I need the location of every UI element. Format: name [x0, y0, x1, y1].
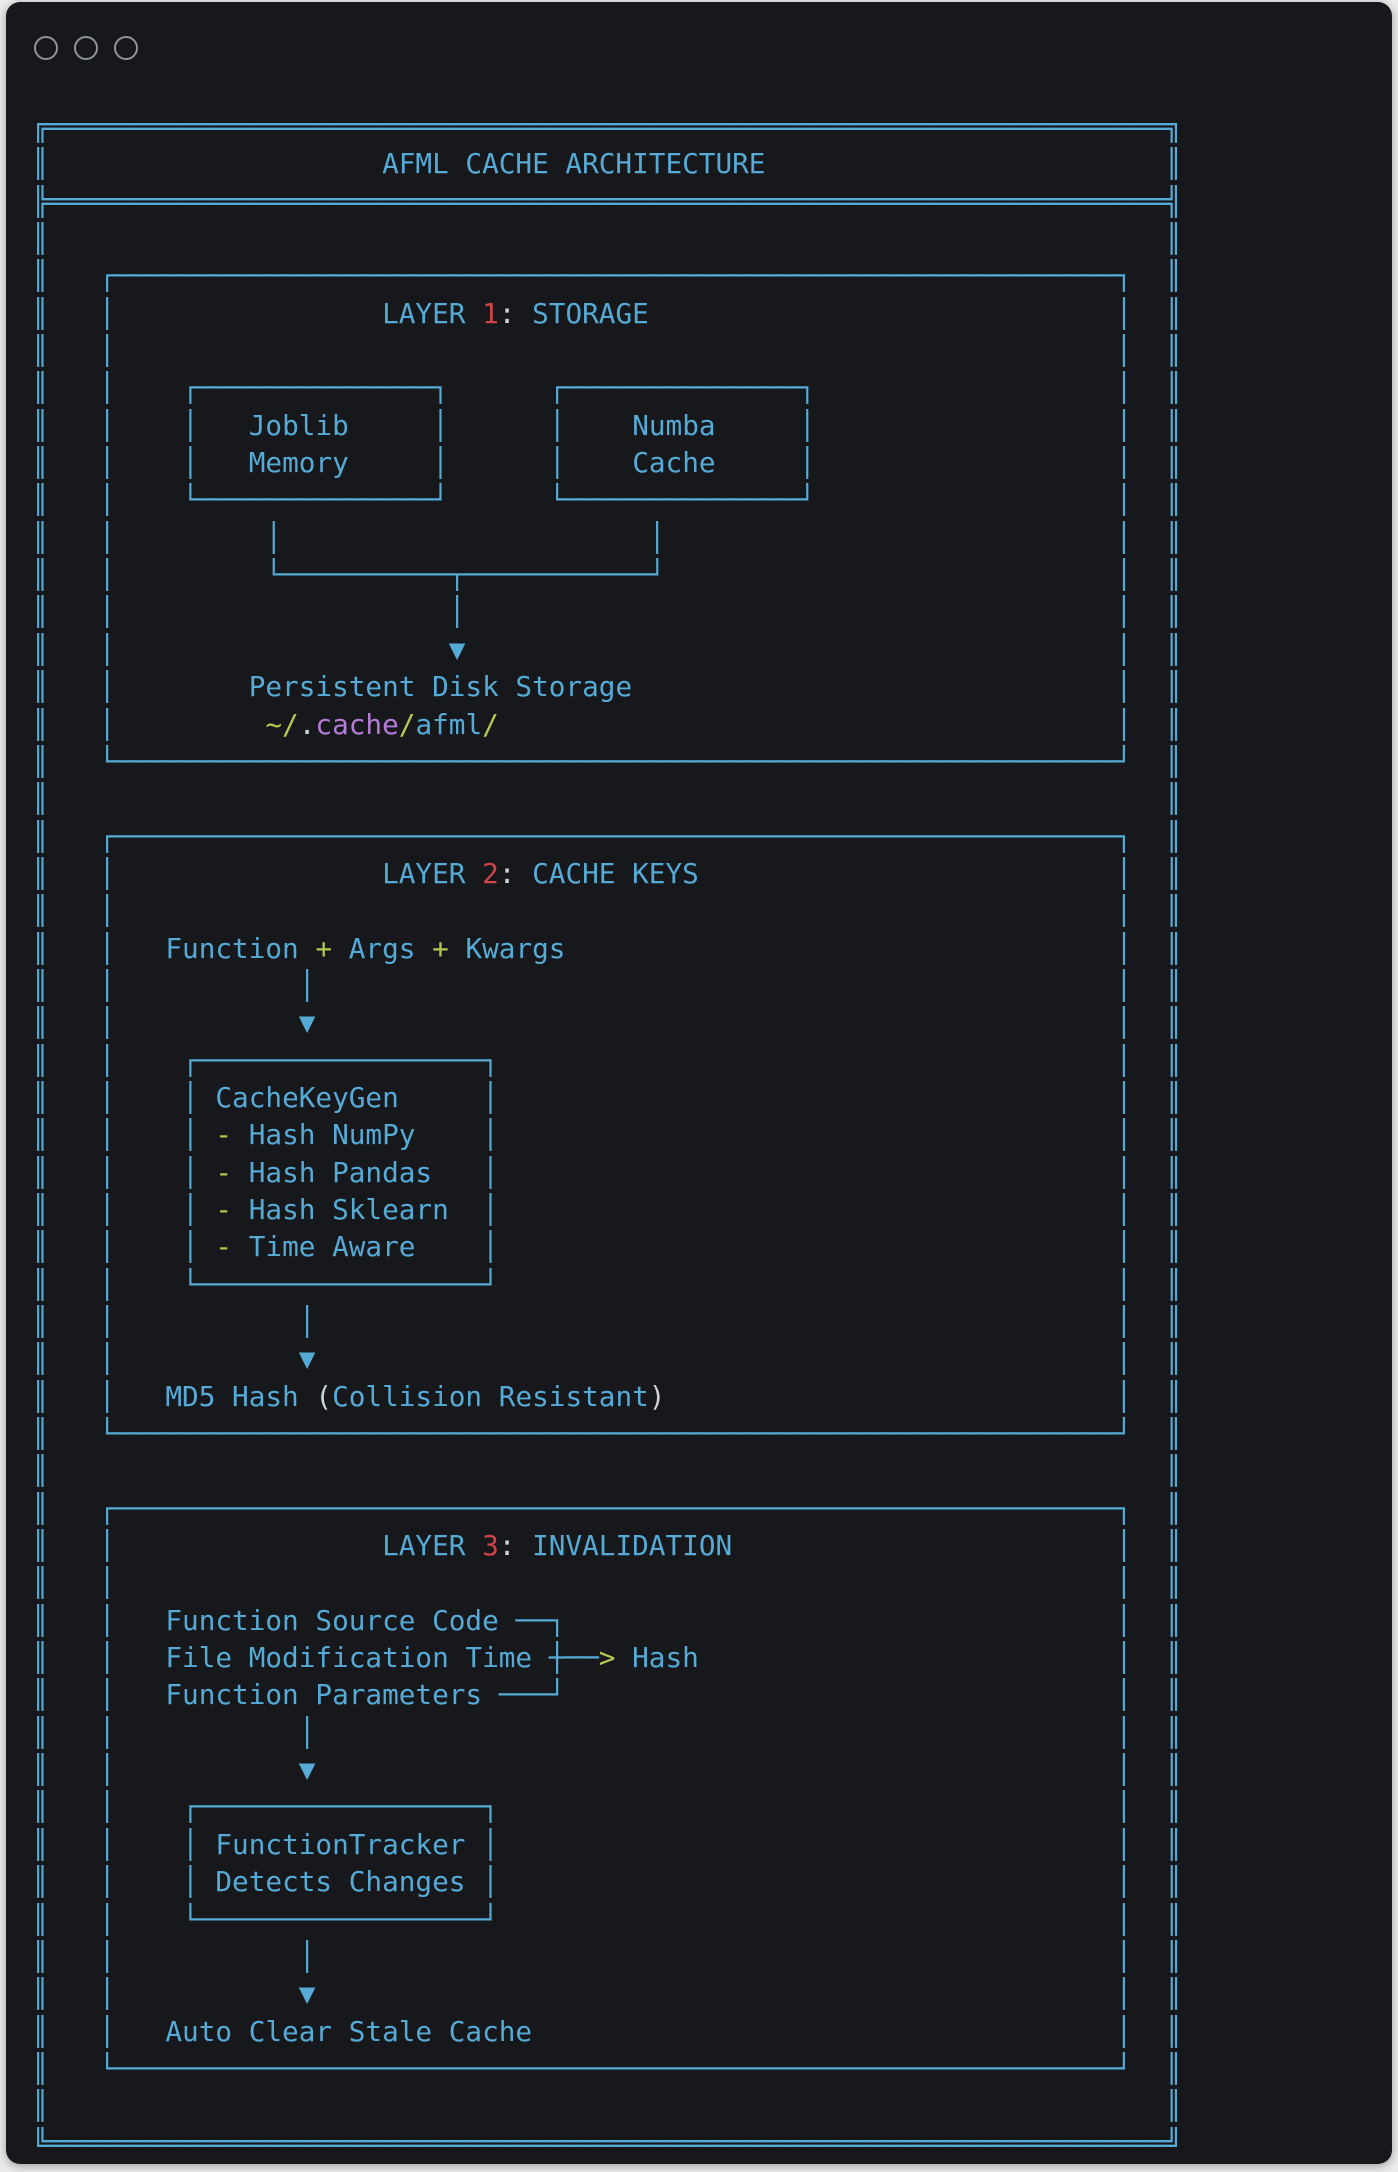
- layer3-stem-1: ║ │ │ │ ║: [32, 1715, 1183, 1749]
- title-bar: [6, 2, 1392, 74]
- storage-boxes-text-1: ║ │ │ Joblib │ │ Numba │ │ ║: [32, 408, 1183, 442]
- maximize-button[interactable]: [114, 36, 138, 60]
- layer3-box-top: ║ ┌─────────────────────────────────────…: [32, 1491, 1183, 1525]
- traffic-lights: [34, 36, 138, 60]
- cachekeygen-item-numpy: ║ │ │ - Hash NumPy │ │ ║: [32, 1118, 1183, 1152]
- source-code-row: ║ │ Function Source Code ──┐ │ ║: [32, 1603, 1183, 1637]
- outer-border-top: ╔═══════════════════════════════════════…: [32, 110, 1183, 143]
- layer3-title-row: ║ │ LAYER 3: INVALIDATION │ ║: [32, 1529, 1183, 1563]
- cachekeygen-item-pandas: ║ │ │ - Hash Pandas │ │ ║: [32, 1155, 1183, 1189]
- layer2-box-bottom: ║ └─────────────────────────────────────…: [32, 1417, 1183, 1451]
- storage-boxes-bottom: ║ │ └──────────────┘ └──────────────┘ │ …: [32, 483, 1183, 517]
- persistent-storage-row: ║ │ Persistent Disk Storage │ ║: [32, 670, 1183, 704]
- functiontracker-box-top: ║ │ ┌─────────────────┐ │ ║: [32, 1790, 1183, 1824]
- layer2-box-top: ║ ┌─────────────────────────────────────…: [32, 819, 1183, 853]
- layer1-spacer: ║ │ │ ║: [32, 334, 1183, 368]
- spacer-row: ║ ║: [32, 1454, 1183, 1488]
- cachekeygen-item-sklearn: ║ │ │ - Hash Sklearn │ │ ║: [32, 1192, 1183, 1226]
- function-args-row: ║ │ Function + Args + Kwargs │ ║: [32, 931, 1183, 965]
- minimize-button[interactable]: [74, 36, 98, 60]
- close-button[interactable]: [34, 36, 58, 60]
- spacer-row: ║ ║: [32, 2089, 1183, 2123]
- functiontracker-box-bottom: ║ │ └─────────────────┘ │ ║: [32, 1902, 1183, 1936]
- main-title-row: ║ AFML CACHE ARCHITECTURE ║: [32, 147, 1183, 181]
- auto-clear-row: ║ │ Auto Clear Stale Cache │ ║: [32, 2014, 1183, 2048]
- layer2-stem-2: ║ │ │ │ ║: [32, 1305, 1183, 1338]
- layer3-stem-2: ║ │ │ │ ║: [32, 1939, 1183, 1973]
- cachekeygen-item-timeaware: ║ │ │ - Time Aware │ │ ║: [32, 1230, 1183, 1264]
- cachekeygen-box-top: ║ │ ┌─────────────────┐ │ ║: [32, 1043, 1183, 1077]
- layer2-spacer: ║ │ │ ║: [32, 894, 1183, 928]
- layer1-box-bottom: ║ └─────────────────────────────────────…: [32, 744, 1183, 778]
- layer3-box-bottom: ║ └─────────────────────────────────────…: [32, 2051, 1183, 2085]
- layer1-title-row: ║ │ LAYER 1: STORAGE │ ║: [32, 296, 1183, 330]
- storage-stem: ║ │ │ │ ║: [32, 595, 1183, 629]
- layer3-arrow-1: ║ │ ▼ │ ║: [32, 1753, 1183, 1787]
- storage-arrow: ║ │ ▼ │ ║: [32, 632, 1183, 666]
- layer2-stem-1: ║ │ │ │ ║: [32, 968, 1183, 1002]
- spacer-row: ║ ║: [32, 782, 1183, 816]
- layer1-box-top: ║ ┌─────────────────────────────────────…: [32, 259, 1183, 293]
- title-separator: ╠═══════════════════════════════════════…: [32, 184, 1183, 218]
- storage-merge: ║ │ └──────────┬───────────┘ │ ║: [32, 558, 1183, 592]
- layer2-title-row: ║ │ LAYER 2: CACHE KEYS │ ║: [32, 856, 1183, 890]
- outer-border-bottom: ╚═══════════════════════════════════════…: [32, 2126, 1183, 2160]
- modification-time-row: ║ │ File Modification Time ┼──> Hash │ ║: [32, 1641, 1183, 1675]
- md5-hash-row: ║ │ MD5 Hash (Collision Resistant) │ ║: [32, 1379, 1183, 1413]
- cachekeygen-title: ║ │ │ CacheKeyGen │ │ ║: [32, 1080, 1183, 1114]
- storage-boxes-top: ║ │ ┌──────────────┐ ┌──────────────┐ │ …: [32, 371, 1183, 405]
- parameters-row: ║ │ Function Parameters ───┘ │ ║: [32, 1678, 1183, 1712]
- functiontracker-subtitle: ║ │ │ Detects Changes │ │ ║: [32, 1865, 1183, 1899]
- cache-path-row: ║ │ ~/.cache/afml/ │ ║: [32, 707, 1183, 741]
- terminal-window: ╔═══════════════════════════════════════…: [6, 2, 1392, 2164]
- spacer-row: ║ ║: [32, 222, 1183, 256]
- storage-connectors: ║ │ │ │ │ ║: [32, 520, 1183, 554]
- ascii-architecture-diagram: ╔═══════════════════════════════════════…: [32, 108, 1182, 2162]
- layer3-arrow-2: ║ │ ▼ │ ║: [32, 1977, 1183, 2011]
- layer3-spacer: ║ │ │ ║: [32, 1566, 1183, 1600]
- layer2-arrow-2: ║ │ ▼ │ ║: [32, 1342, 1183, 1376]
- cachekeygen-box-bottom: ║ │ └─────────────────┘ │ ║: [32, 1267, 1183, 1301]
- functiontracker-title: ║ │ │ FunctionTracker │ │ ║: [32, 1827, 1183, 1861]
- layer2-arrow-1: ║ │ ▼ │ ║: [32, 1006, 1183, 1040]
- storage-boxes-text-2: ║ │ │ Memory │ │ Cache │ │ ║: [32, 446, 1183, 480]
